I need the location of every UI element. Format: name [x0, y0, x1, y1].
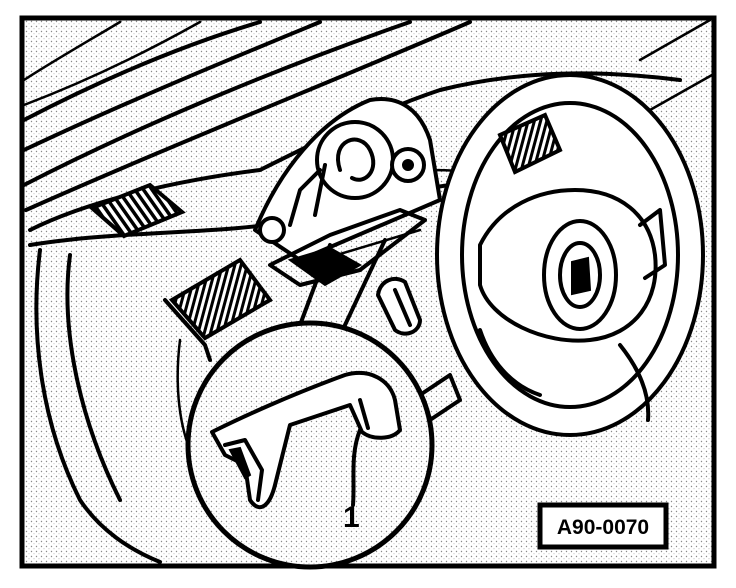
- callout-1: 1: [343, 428, 362, 534]
- magnified-detail: [185, 320, 435, 570]
- windscreen-lines: [22, 18, 714, 212]
- instrument-cluster: [253, 97, 442, 287]
- reference-code: A90-0070: [557, 516, 649, 539]
- left-air-vent: [88, 182, 186, 239]
- centre-air-vent: [163, 257, 273, 362]
- light-switch: [376, 276, 422, 336]
- callout-number: 1: [343, 501, 360, 534]
- steering-wheel: [418, 73, 705, 437]
- magnifier-pointer: [298, 238, 387, 327]
- reference-code-box: A90-0070: [537, 502, 669, 550]
